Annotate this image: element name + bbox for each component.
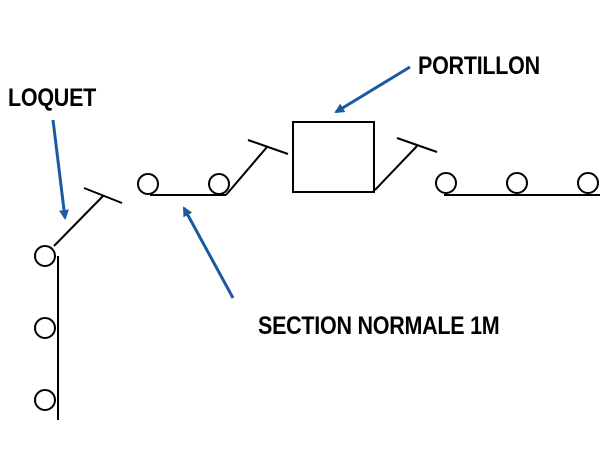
post-left-1 [34, 245, 56, 267]
label-loquet: LOQUET [8, 84, 97, 112]
portillon-box [292, 121, 375, 193]
post-right-1 [435, 172, 457, 194]
label-section-normale: SECTION NORMALE 1M [258, 312, 500, 340]
post-section-2 [208, 173, 230, 195]
right-leaf [374, 145, 418, 191]
post-left-2 [34, 317, 56, 339]
arrow-portillon [334, 65, 411, 114]
latch-leaf [53, 195, 104, 247]
middle-stop [247, 139, 289, 155]
arrow-section [182, 206, 235, 299]
arrow-loquet [51, 119, 69, 220]
label-portillon: PORTILLON [418, 52, 540, 80]
post-left-3 [34, 389, 56, 411]
post-right-2 [506, 172, 528, 194]
middle-leaf [225, 146, 268, 196]
post-section-1 [137, 173, 159, 195]
latch-stop [83, 187, 123, 204]
right-stop [396, 137, 438, 153]
post-right-3 [577, 172, 599, 194]
